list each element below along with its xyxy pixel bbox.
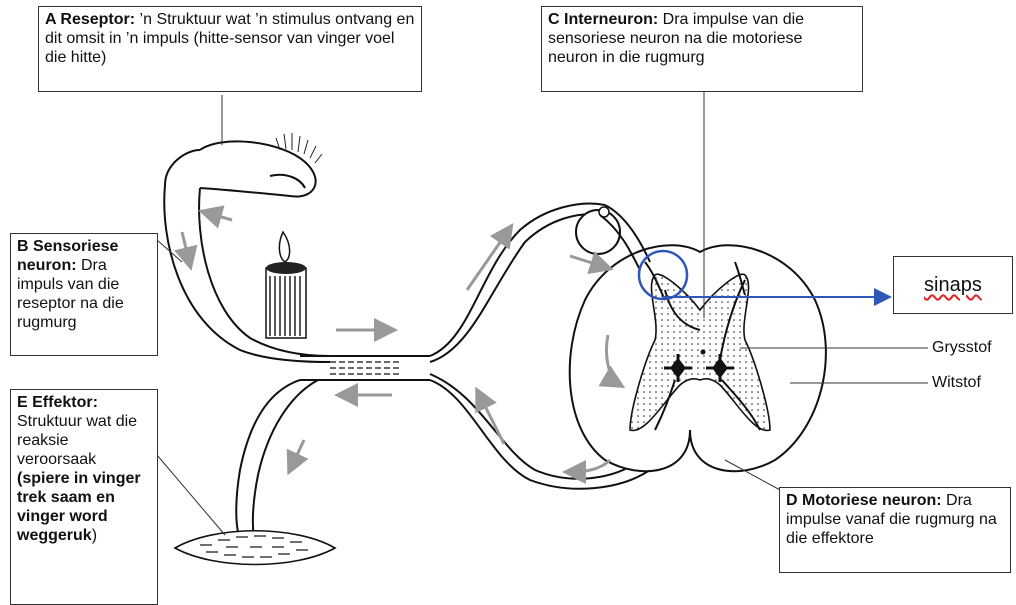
label-e-text: Struktuur wat die reaksie veroorsaak	[17, 413, 137, 468]
synapse-label-box: sinaps	[893, 256, 1013, 314]
label-d-title: D Motoriese neuron:	[786, 492, 942, 509]
white-matter-label: Witstof	[932, 374, 981, 392]
finger	[165, 141, 316, 196]
label-e-bold: (spiere in vinger trek saam en vinger wo…	[17, 470, 141, 544]
nerve-trunk	[300, 356, 430, 380]
synapse-label: sinaps	[924, 274, 982, 296]
gray-matter-label: Grysstof	[932, 339, 992, 357]
label-c-interneuron: C Interneuron: Dra impulse van die senso…	[541, 6, 863, 92]
label-e-title: E Effektor:	[17, 394, 98, 411]
label-c-title: C Interneuron:	[548, 11, 658, 28]
motor-nerve	[236, 380, 318, 540]
label-a-title: A Reseptor:	[45, 11, 135, 28]
label-e-effector: E Effektor: Struktuur wat die reaksie ve…	[10, 389, 158, 605]
label-b-sensory-neuron: B Sensoriese neuron: Dra impuls van die …	[10, 233, 158, 356]
label-d-motor-neuron: D Motoriese neuron: Dra impulse vanaf di…	[779, 487, 1011, 573]
impulse-arrows	[182, 212, 620, 472]
label-e-tail: )	[92, 527, 97, 544]
label-a-receptor: A Reseptor: ’n Struktuur wat ’n stimulus…	[38, 6, 422, 92]
candle	[266, 232, 306, 338]
effector-muscle	[175, 531, 335, 565]
